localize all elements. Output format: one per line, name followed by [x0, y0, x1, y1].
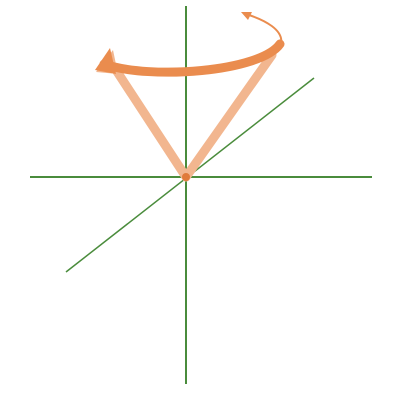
curved-arrow-icon: [95, 12, 285, 77]
rotation-tail-arrowhead: [241, 12, 252, 20]
origin-point: [182, 173, 190, 181]
rotation-band: [99, 39, 285, 77]
rotation-tail: [245, 13, 283, 45]
rotation-head-arrowhead: [95, 48, 116, 74]
vector-right: [181, 50, 277, 182]
coordinate-axes: [30, 6, 372, 384]
vector-positions: [111, 50, 277, 182]
vector-left: [111, 65, 191, 182]
